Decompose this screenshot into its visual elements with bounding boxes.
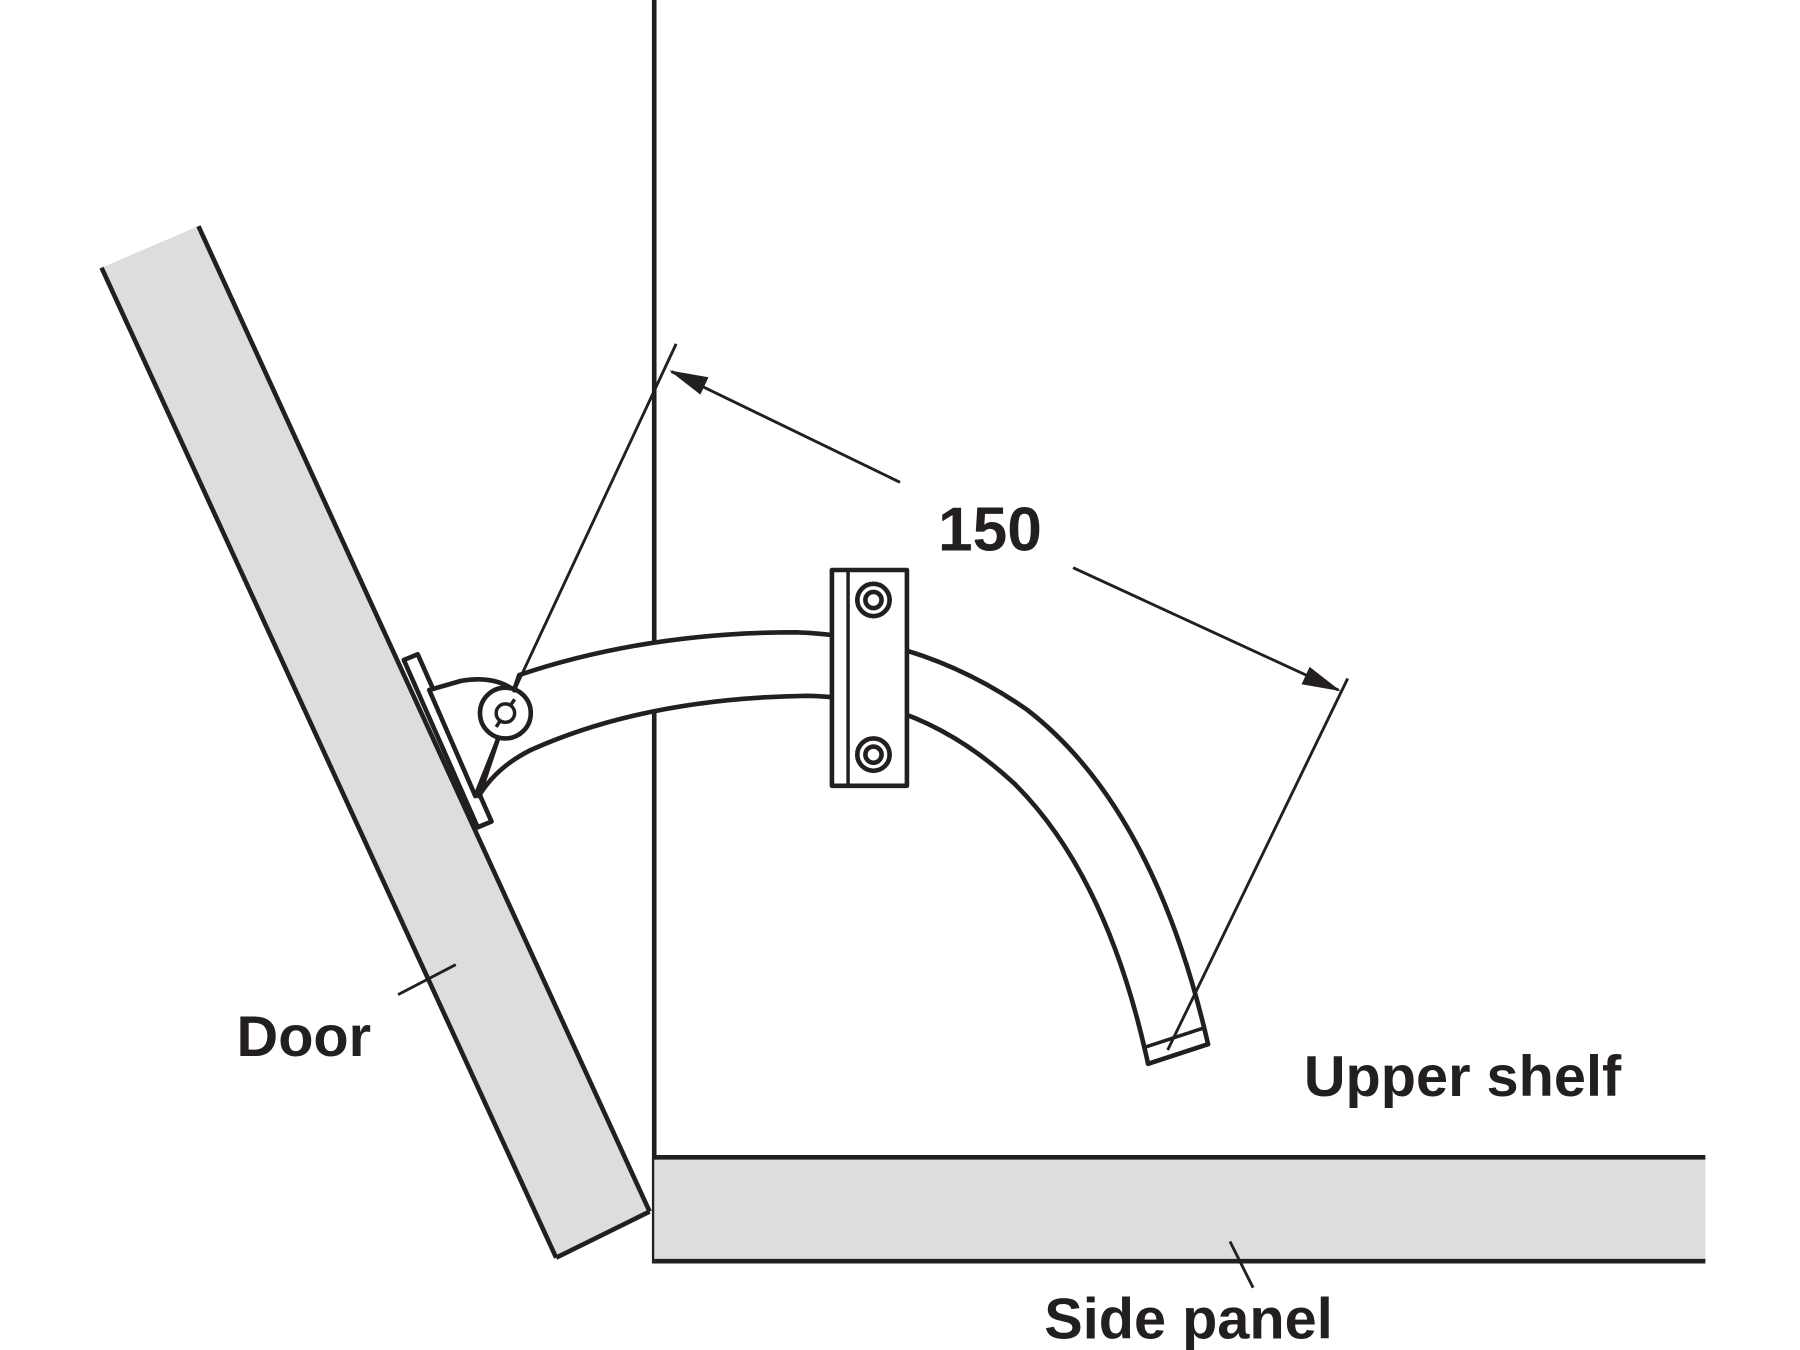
screw-icon <box>854 736 892 774</box>
screw-icon <box>863 744 884 765</box>
arrowhead-right <box>1301 666 1341 692</box>
door-edge-bottom <box>555 1209 651 1260</box>
arrowhead-left <box>669 370 709 395</box>
pivot-screw <box>494 702 517 725</box>
door-edge-left <box>99 266 559 1259</box>
side-panel-label: Side panel <box>1044 1287 1333 1350</box>
side-panel-shape <box>654 1159 1706 1262</box>
extension-line-left <box>512 343 678 693</box>
door-panel <box>101 226 650 1258</box>
screw-icon <box>854 581 892 619</box>
side-panel-leader-line <box>1228 1240 1255 1289</box>
extension-line-right <box>1166 677 1349 1051</box>
door-leader-line <box>397 963 457 996</box>
dimension-label: 150 <box>938 495 1042 564</box>
door-label: Door <box>237 1005 372 1069</box>
upper-shelf-label: Upper shelf <box>1304 1045 1622 1109</box>
door-edge-right <box>196 225 652 1213</box>
dimension-line-left <box>670 370 901 484</box>
stay-arm <box>476 630 1211 1067</box>
cabinet-mount-plate <box>829 567 910 789</box>
dimension-line-right <box>1072 566 1340 692</box>
screw-icon <box>863 589 884 611</box>
